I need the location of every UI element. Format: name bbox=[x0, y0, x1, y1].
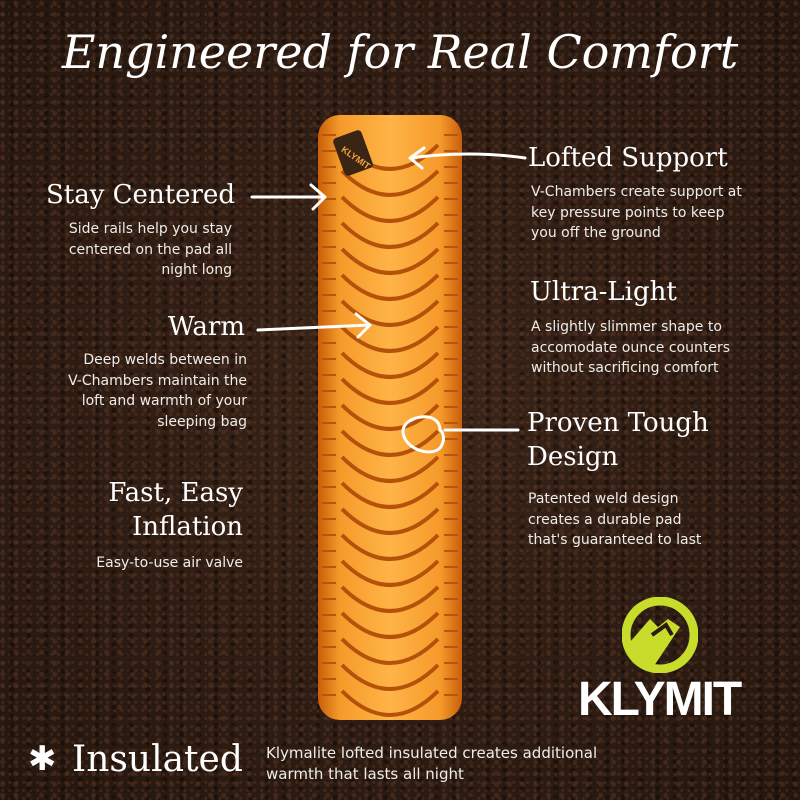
pad-chevron bbox=[340, 403, 440, 431]
text-line: Klymalite lofted insulated creates addit… bbox=[266, 744, 598, 762]
feature-proven-tough-text: Patented weld design creates a durable p… bbox=[528, 489, 701, 551]
pad-chevron bbox=[340, 559, 440, 587]
pad-chevron bbox=[340, 585, 440, 613]
text-line: key pressure points to keep bbox=[531, 204, 725, 221]
feature-lofted-support-text: V-Chambers create support at key pressur… bbox=[531, 182, 742, 244]
feature-insulated-text: Klymalite lofted insulated creates addit… bbox=[266, 743, 597, 784]
klymit-logo-text: KLYMIT bbox=[578, 673, 742, 726]
heading-line: Proven Tough bbox=[527, 408, 709, 438]
pad-chevron bbox=[340, 689, 440, 717]
pad-chevron bbox=[340, 611, 440, 639]
feature-fast-easy-text: Easy-to-use air valve bbox=[96, 555, 243, 571]
feature-ultra-light-text: A slightly slimmer shape to accomodate o… bbox=[531, 317, 730, 379]
feature-stay-centered-text: Side rails help you stay centered on the… bbox=[69, 219, 232, 281]
text-line: you off the ground bbox=[531, 225, 661, 241]
pad-chevron bbox=[340, 299, 440, 327]
weld-circle-marker bbox=[401, 415, 445, 454]
text-line: night long bbox=[161, 262, 232, 278]
klymit-logo-icon bbox=[622, 597, 698, 673]
pad-chevron bbox=[340, 455, 440, 483]
pad-chevron bbox=[340, 247, 440, 275]
text-line: sleeping bag bbox=[157, 413, 247, 430]
pad-chevron bbox=[340, 351, 440, 379]
text-line: accomodate ounce counters bbox=[531, 339, 730, 356]
arrow-warm bbox=[256, 312, 372, 339]
pad-chevron bbox=[340, 663, 440, 691]
pad-chevron bbox=[340, 325, 440, 353]
feature-proven-tough-heading: Proven Tough Design bbox=[527, 406, 709, 474]
arrow-stay-centered bbox=[250, 183, 327, 211]
pad-chevron bbox=[340, 637, 440, 665]
page-title: Engineered for Real Comfort bbox=[61, 25, 739, 79]
heading-line: Fast, Easy bbox=[108, 478, 243, 508]
arrow-lofted-support bbox=[408, 146, 527, 170]
text-line: Patented weld design bbox=[528, 491, 679, 507]
text-line: that's guaranteed to last bbox=[528, 532, 702, 548]
feature-lofted-support-heading: Lofted Support bbox=[528, 143, 728, 173]
pad-chevron bbox=[340, 273, 440, 301]
text-line: A slightly slimmer shape to bbox=[531, 319, 722, 335]
text-line: without sacrificing comfort bbox=[531, 360, 719, 376]
pad-chevron bbox=[340, 429, 440, 457]
feature-insulated-heading: Insulated bbox=[72, 739, 243, 780]
heading-line: Design bbox=[527, 442, 619, 472]
text-line: loft and warmth of your bbox=[81, 393, 247, 409]
feature-stay-centered-heading: Stay Centered bbox=[45, 180, 235, 210]
feature-ultra-light-heading: Ultra-Light bbox=[530, 277, 677, 307]
feature-fast-easy-heading: Fast, Easy Inflation bbox=[108, 476, 243, 544]
text-line: V-Chambers create support at bbox=[531, 184, 742, 200]
pad-chevron bbox=[340, 481, 440, 509]
asterisk-icon: ✱ bbox=[28, 739, 57, 779]
pad-chevron bbox=[340, 221, 440, 249]
text-line: centered on the pad all bbox=[68, 241, 232, 258]
text-line: Side rails help you stay bbox=[68, 221, 232, 237]
text-line: Deep welds between in bbox=[83, 352, 247, 368]
pad-chevron bbox=[340, 169, 440, 197]
pad-chevron bbox=[340, 195, 440, 223]
heading-line: Inflation bbox=[131, 512, 243, 542]
sleeping-pad-image: KLYMIT bbox=[318, 115, 462, 720]
feature-warm-text: Deep welds between in V-Chambers maintai… bbox=[68, 350, 247, 432]
pad-chevron bbox=[340, 533, 440, 561]
pad-chevron bbox=[340, 377, 440, 405]
feature-warm-heading: Warm bbox=[167, 312, 245, 342]
text-line: creates a durable pad bbox=[528, 511, 682, 528]
text-line: V-Chambers maintain the bbox=[68, 372, 247, 389]
pad-chevron bbox=[340, 507, 440, 535]
text-line: warmth that lasts all night bbox=[266, 764, 464, 783]
